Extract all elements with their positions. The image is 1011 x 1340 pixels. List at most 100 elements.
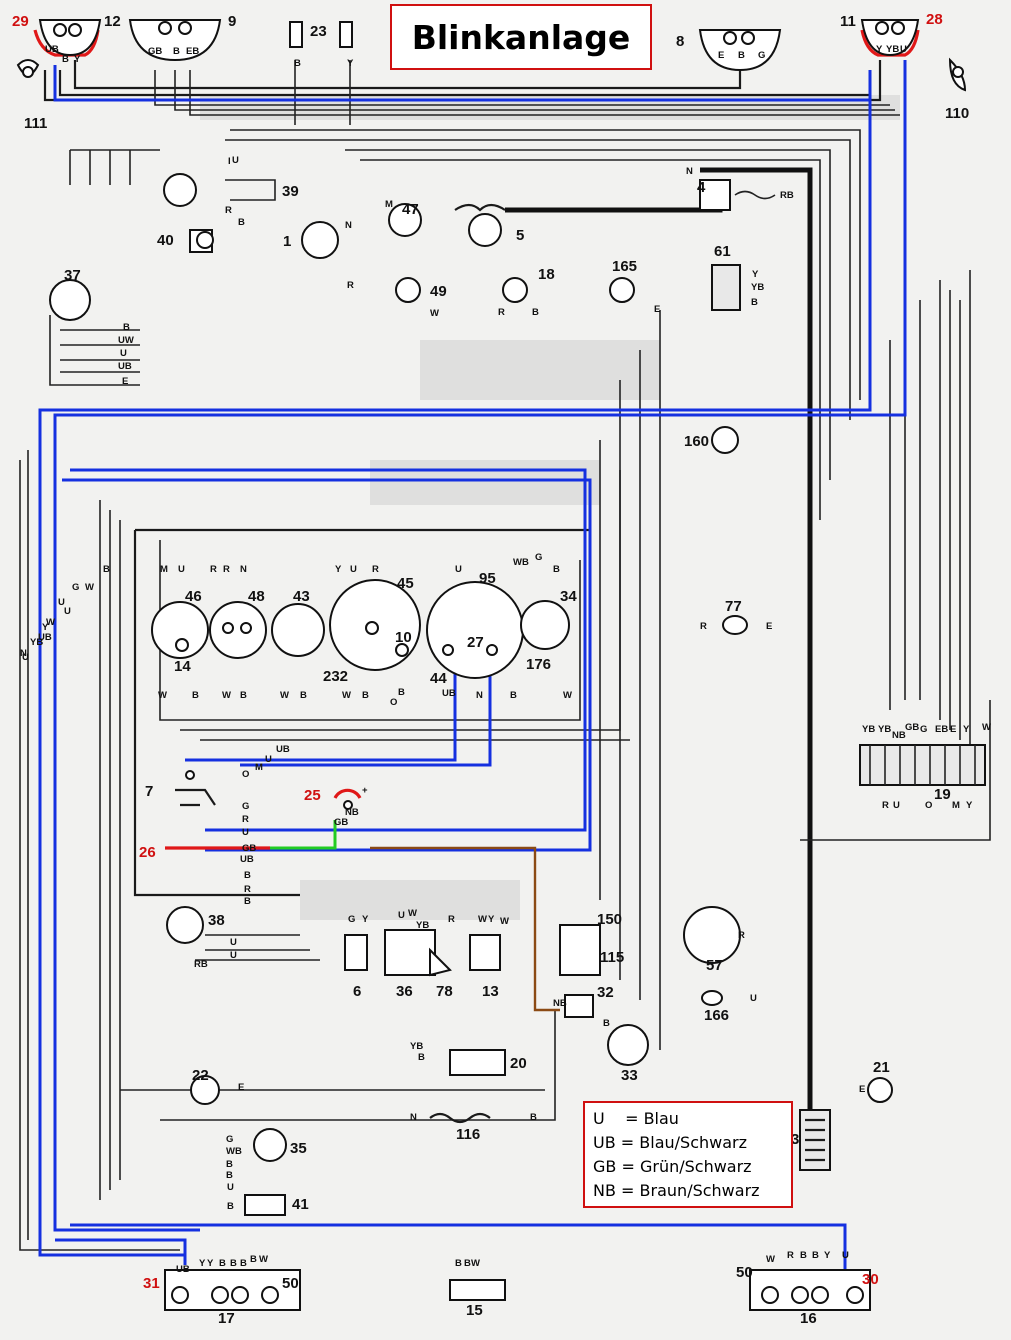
wire-code-label: B [219,1258,226,1269]
legend-meaning: Braun/Schwarz [639,1181,760,1200]
wire-code-label: B [62,54,69,65]
component-label-34: 34 [560,588,577,605]
unit-41 [244,1194,286,1216]
component-label-41: 41 [292,1196,309,1213]
wire-code-label: Y [876,44,883,55]
wire-code-label: U [227,1182,234,1193]
wire-code-label: N [20,648,27,659]
component-label-38: 38 [208,912,225,929]
wire-code-label: RB [780,190,794,201]
legend-meaning: Blau/Schwarz [639,1133,747,1152]
wire-code-label: B [751,297,758,308]
wire-code-label: B [240,1258,247,1269]
unit-35 [253,1128,287,1162]
wire-code-label: YB [416,920,429,931]
wire-code-label: G [348,914,355,925]
wire-code-label: B [123,322,130,333]
component-label-57: 57 [706,957,723,974]
flasher-25 [343,800,353,810]
wire-code-label: B [398,687,405,698]
unit-166 [701,990,723,1006]
unit-32 [564,994,594,1018]
component-label-28: 28 [926,11,943,28]
wire-code-label: W [408,908,417,919]
wire-code-label: M [255,762,263,773]
wire-code-label: U [455,564,462,575]
component-label-33: 33 [621,1067,638,1084]
component-label-16: 16 [800,1310,817,1327]
legend-row: UB = Blau/Schwarz [593,1131,783,1155]
wire-code-label: O [925,800,932,811]
wire-code-label: B [192,690,199,701]
wire-code-label: YB [751,282,764,293]
component-label-7: 7 [145,783,153,800]
wire-code-label: U [58,597,65,608]
component-label-8: 8 [676,33,684,50]
legend-sep: = [621,1181,635,1200]
lamp-110 [948,57,967,92]
wire-code-label: N [240,564,247,575]
lamp-23 [289,21,353,48]
wire-code-label: R [700,621,707,632]
wire-code-label: YB [862,724,875,735]
resistor-116 [429,1112,491,1124]
lamp-17-31-50 [164,1269,301,1311]
wire-code-label: R [787,1250,794,1261]
wire-code-label: U [350,564,357,575]
lamp-165 [609,277,635,303]
wire-code-label: B [103,564,110,575]
gauge-43 [271,603,325,657]
connector-19 [859,744,986,786]
wire-code-label: G [758,50,765,61]
component-label-32: 32 [597,984,614,1001]
gauge-95 [426,581,524,679]
wire-code-label: U [900,44,907,55]
wire-code-label: B [455,1258,462,1269]
wire-code-label: UB [276,744,290,755]
wire-code-label: R [738,930,745,941]
wire-code-label: O [390,697,397,708]
switch-7 [175,770,216,807]
component-label-47: 47 [402,201,419,218]
wire-code-label: B [738,50,745,61]
wire-code-label: Y [488,914,495,925]
component-label-43: 43 [293,588,310,605]
wire-code-label: R [244,884,251,895]
component-label-111: 111 [24,115,47,132]
component-label-15: 15 [466,1302,483,1319]
wire-code-label: B [464,1258,471,1269]
gauge-47 [388,203,422,237]
lamp-15 [449,1279,506,1301]
component-label-9: 9 [228,13,236,30]
wire-code-label: B [553,564,560,575]
component-label-116: 116 [456,1126,480,1143]
lamp-77 [722,615,748,635]
wire-code-label: UB [118,361,132,372]
component-label-5: 5 [516,227,524,244]
wire-code-label: Y [963,724,970,735]
legend-row: GB = Grün/Schwarz [593,1155,783,1179]
relay-36 [384,929,436,976]
component-label-17: 17 [218,1310,235,1327]
wire-code-label: W [430,308,439,319]
legend-code: GB [593,1157,617,1176]
wire-code-label: UB [38,632,52,643]
component-label-13: 13 [482,983,499,1000]
wire-code-label: N [686,166,693,177]
motor-1 [301,221,339,259]
component-label-44: 44 [430,670,447,687]
wire-code-label: E [238,1082,244,1093]
lamp-16-50-30 [749,1269,871,1311]
wire-code-label: GB [334,817,348,828]
wire-code-label: R [498,307,505,318]
wire-code-label: N [345,220,352,231]
legend-code: U [593,1109,605,1128]
switch-20 [449,1049,506,1076]
switch-37 [49,279,140,386]
component-label-95: 95 [479,570,496,587]
wire-code-label: B [532,307,539,318]
wire-code-label: UB [176,1264,190,1275]
wire-code-label: B [173,46,180,57]
lamp-22 [190,1075,220,1105]
relay-6 [344,934,368,971]
